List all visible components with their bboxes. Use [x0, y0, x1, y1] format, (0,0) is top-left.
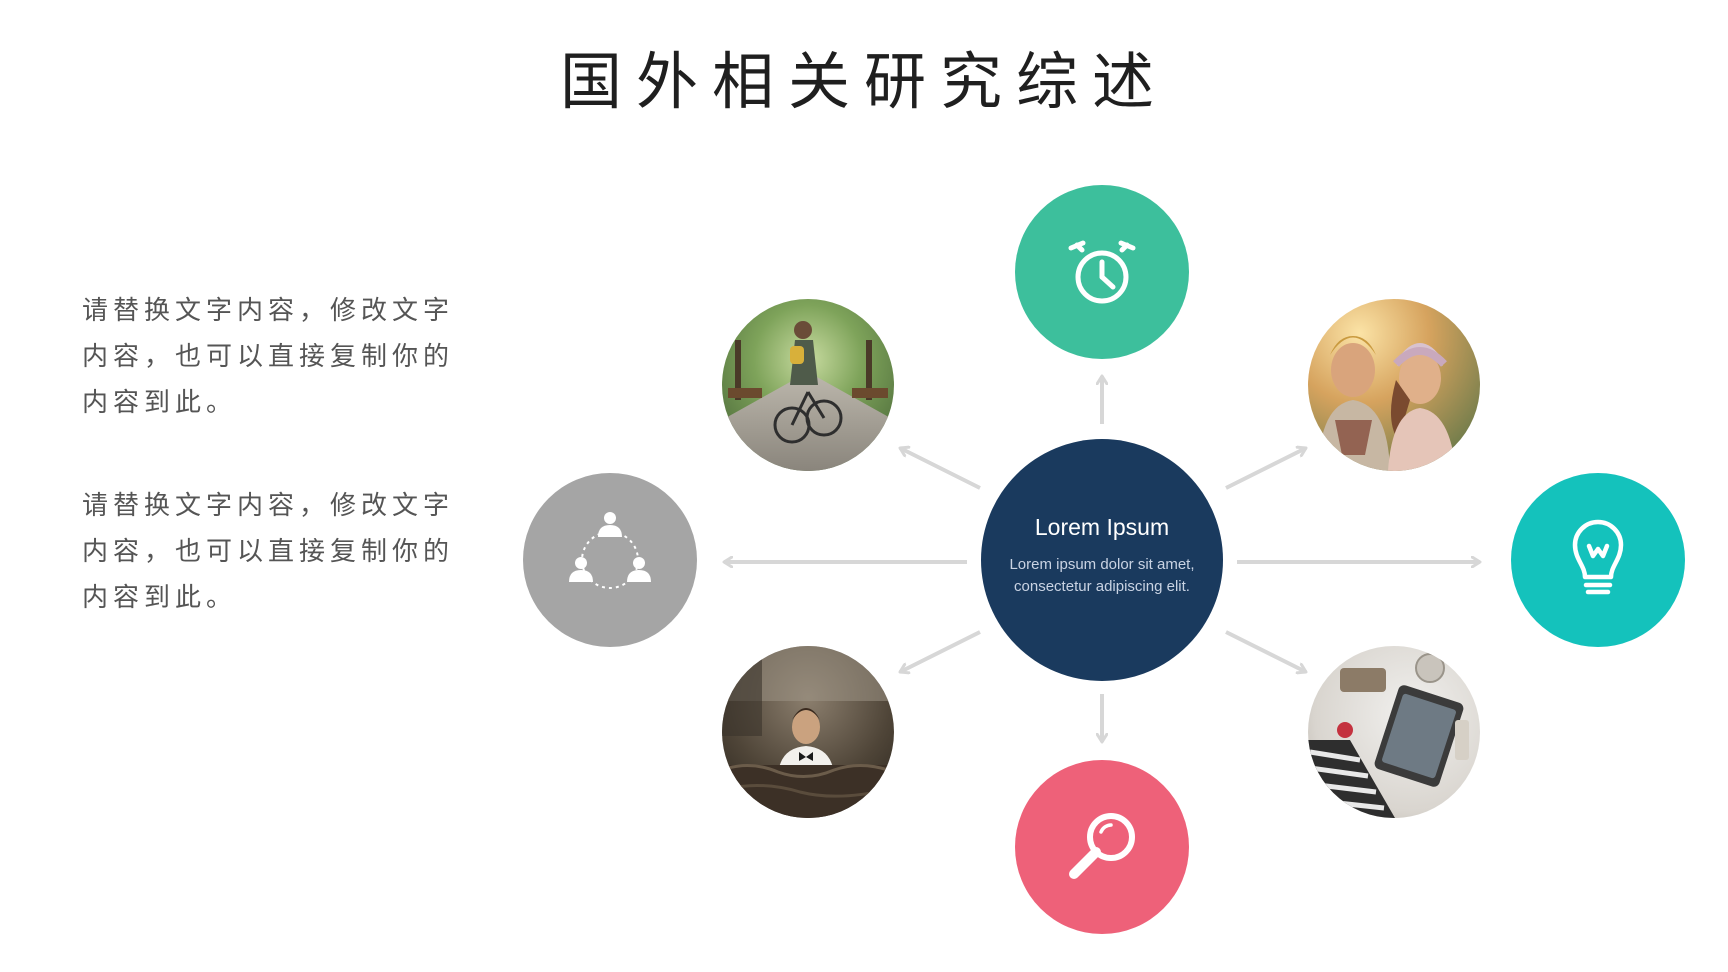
- arrow-bottom-left: [900, 630, 981, 672]
- photo-desk-items: [1308, 646, 1480, 818]
- team-network-icon: [569, 512, 651, 589]
- arrow-top-left: [900, 448, 981, 490]
- arrow-bottom-right: [1225, 630, 1306, 672]
- node-bottom: [1015, 760, 1189, 934]
- center-desc-line-1: Lorem ipsum dolor sit amet,: [1009, 556, 1194, 573]
- stopwatch-icon: [1068, 240, 1136, 304]
- connector-arrows: [724, 376, 1480, 742]
- node-right: [1511, 473, 1685, 647]
- node-left: [523, 473, 697, 647]
- photo-friends: [1308, 299, 1480, 471]
- arrow-top-right: [1225, 448, 1306, 490]
- magnifier-icon: [1069, 813, 1135, 879]
- photo-cyclist: [722, 299, 894, 471]
- photo-man-water: [722, 646, 894, 818]
- page-title: 国外相关研究综述: [559, 45, 1168, 118]
- description-paragraph-1: 请替换文字内容，修改文字内容，也可以直接复制你的内容到此。: [82, 296, 455, 418]
- center-desc-line-2: consectetur adipiscing elit.: [1014, 578, 1190, 595]
- node-top: [1015, 185, 1189, 359]
- center-hub: Lorem Ipsum Lorem ipsum dolor sit amet, …: [981, 439, 1223, 681]
- lightbulb-icon: [1572, 519, 1624, 595]
- description-paragraph-2: 请替换文字内容，修改文字内容，也可以直接复制你的内容到此。: [82, 491, 455, 613]
- center-title: Lorem Ipsum: [1035, 514, 1169, 540]
